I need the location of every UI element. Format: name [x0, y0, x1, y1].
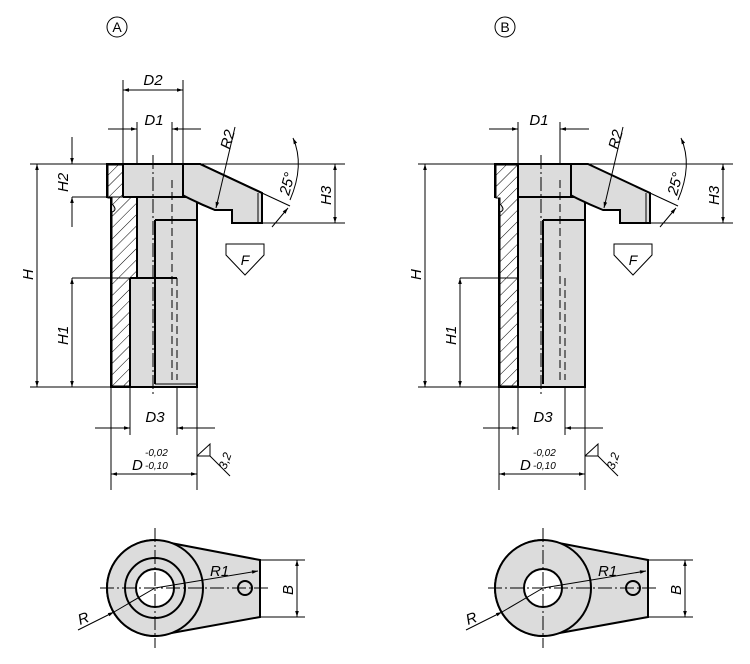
- side-section: [494, 155, 651, 395]
- roughness-value: 3,2: [604, 450, 623, 471]
- dim-R: R: [464, 609, 480, 629]
- dim-H2: H2: [55, 172, 72, 192]
- view-marker-circle: [494, 16, 516, 38]
- dim-angle: 25°: [276, 171, 299, 198]
- dim-D1: D1: [529, 112, 548, 129]
- view-marker: A: [112, 19, 122, 35]
- force-label: F: [629, 252, 639, 268]
- dim-R2: R2: [605, 127, 627, 151]
- side-section: [106, 155, 263, 395]
- dim-D1: D1: [144, 112, 163, 129]
- view-b: B H H1 H3 D1 R2 25° F: [408, 16, 733, 648]
- dimensions: H H1 H2 H3 D2 D1 R2 25° F D3 D: [20, 72, 345, 490]
- dim-R: R: [76, 609, 92, 629]
- tolerance-upper: -0,02: [533, 448, 556, 459]
- dim-D: D: [132, 457, 143, 474]
- dim-H: H: [20, 269, 37, 280]
- section-hatch: [495, 164, 519, 387]
- dim-B: B: [668, 585, 685, 595]
- view-marker-circle: [106, 16, 128, 38]
- roughness-value: 3,2: [216, 450, 235, 471]
- roughness-symbol-icon: [196, 442, 231, 477]
- dim-H1: H1: [443, 326, 460, 345]
- dim-H3: H3: [318, 185, 335, 205]
- dim-angle: 25°: [664, 171, 687, 198]
- dim-D: D: [520, 457, 531, 474]
- dim-R2: R2: [217, 127, 239, 151]
- tolerance-upper: -0,02: [145, 448, 168, 459]
- dim-D2: D2: [143, 72, 163, 89]
- dim-H: H: [408, 269, 425, 280]
- top-view: R R1 B: [76, 528, 305, 648]
- force-label: F: [241, 252, 251, 268]
- dim-R1: R1: [598, 563, 617, 580]
- dim-R1: R1: [210, 563, 229, 580]
- dim-D3: D3: [533, 409, 553, 426]
- roughness-symbol-icon: [584, 442, 619, 477]
- dimensions: H H1 H3 D1 R2 25° F D3 D -0,02 -0,10 3,2: [408, 112, 733, 490]
- view-marker: B: [500, 19, 509, 35]
- dim-B: B: [280, 585, 297, 595]
- dim-H3: H3: [706, 185, 723, 205]
- view-a: A H H1 H2 H3: [20, 16, 345, 648]
- tolerance-lower: -0,10: [533, 461, 556, 472]
- tolerance-lower: -0,10: [145, 461, 168, 472]
- force-arrow-icon: [225, 243, 265, 276]
- force-arrow-icon: [613, 243, 653, 276]
- dim-H1: H1: [55, 326, 72, 345]
- top-view: R R1 B: [464, 528, 693, 648]
- dim-D3: D3: [145, 409, 165, 426]
